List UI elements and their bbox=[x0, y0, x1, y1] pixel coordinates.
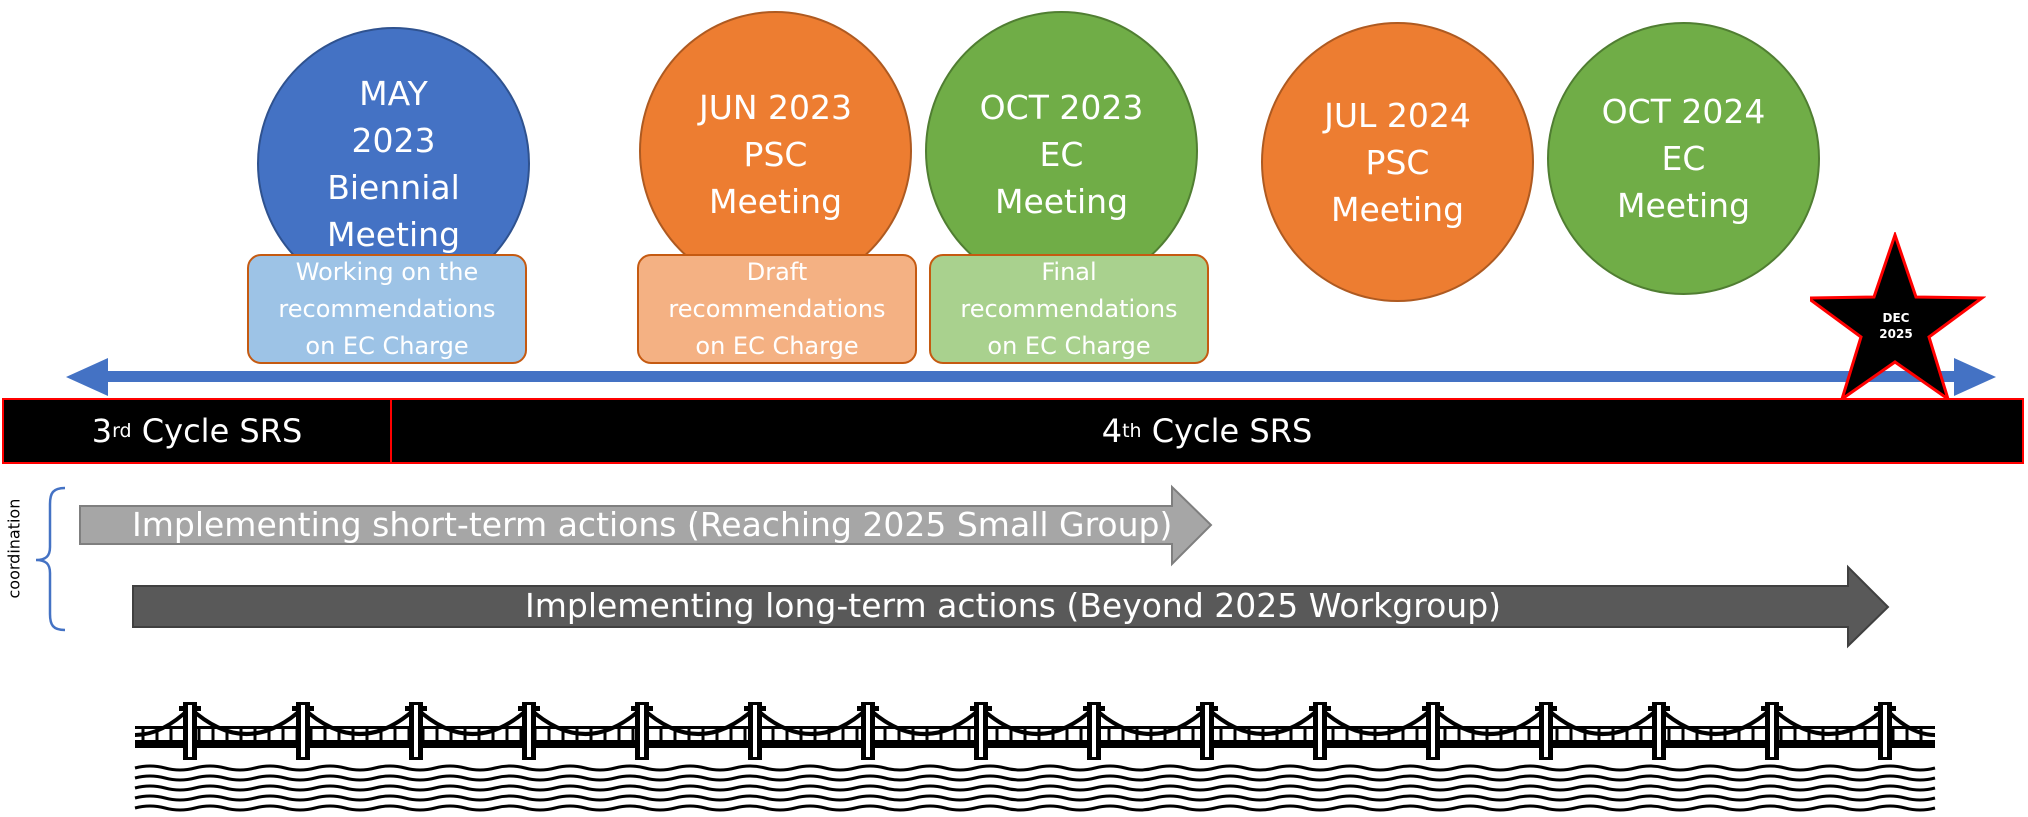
recommendation-working: Working on the recommendations on EC Cha… bbox=[247, 254, 527, 364]
milestone-label: DEC 2025 bbox=[1872, 310, 1920, 342]
recommendation-draft: Draft recommendations on EC Charge bbox=[637, 254, 917, 364]
meeting-line: MAY bbox=[359, 73, 428, 113]
recommendation-line: on EC Charge bbox=[305, 331, 469, 360]
meeting-line: 2023 bbox=[351, 120, 436, 160]
long-term-action-arrow bbox=[132, 564, 1890, 649]
meeting-line: Meeting bbox=[1330, 189, 1465, 229]
meeting-line: JUN 2023 bbox=[698, 87, 853, 127]
meeting-jul-2024: JUL 2024 PSC Meeting bbox=[1261, 22, 1534, 302]
meeting-line: PSC bbox=[743, 134, 808, 174]
meeting-line: Biennial bbox=[327, 167, 460, 207]
meeting-oct-2024: OCT 2024 EC Meeting bbox=[1547, 22, 1820, 295]
short-term-action-label: Implementing short-term actions (Reachin… bbox=[132, 505, 1173, 544]
meeting-oct-2023: OCT 2023 EC Meeting bbox=[925, 11, 1198, 291]
meeting-line: Meeting bbox=[994, 181, 1129, 221]
meeting-line: JUL 2024 bbox=[1324, 95, 1471, 135]
recommendation-line: recommendations bbox=[668, 294, 886, 323]
recommendation-line: Final bbox=[1041, 257, 1097, 286]
recommendation-final: Final recommendations on EC Charge bbox=[929, 254, 1209, 364]
recommendation-line: Draft bbox=[746, 257, 808, 286]
cycle-label: Cycle SRS bbox=[131, 412, 303, 450]
meeting-line: OCT 2024 bbox=[1601, 92, 1766, 131]
long-term-action-label: Implementing long-term actions (Beyond 2… bbox=[525, 586, 1502, 625]
cycle-number: 3 bbox=[91, 412, 113, 450]
milestone-star-icon bbox=[1810, 232, 1986, 402]
cycle-number: 4 bbox=[1101, 412, 1123, 450]
meeting-line: PSC bbox=[1365, 142, 1430, 182]
recommendation-line: Working on the bbox=[295, 257, 479, 286]
meeting-line: EC bbox=[1661, 139, 1706, 178]
cycle-label: Cycle SRS bbox=[1141, 412, 1313, 450]
meeting-jun-2023: JUN 2023 PSC Meeting bbox=[639, 11, 912, 291]
meeting-line: Meeting bbox=[326, 214, 461, 254]
meeting-line: OCT 2023 bbox=[979, 87, 1144, 127]
meeting-line: EC bbox=[1039, 134, 1084, 174]
milestone-month: DEC bbox=[1882, 311, 1910, 325]
recommendation-line: recommendations bbox=[278, 294, 496, 323]
recommendation-line: on EC Charge bbox=[987, 331, 1151, 360]
recommendation-line: on EC Charge bbox=[695, 331, 859, 360]
recommendation-line: recommendations bbox=[960, 294, 1178, 323]
meeting-line: Meeting bbox=[1616, 186, 1751, 225]
coordination-bracket bbox=[35, 486, 66, 632]
milestone-year: 2025 bbox=[1879, 327, 1913, 341]
short-term-action-arrow bbox=[79, 484, 1213, 567]
meeting-line: Meeting bbox=[708, 181, 843, 221]
